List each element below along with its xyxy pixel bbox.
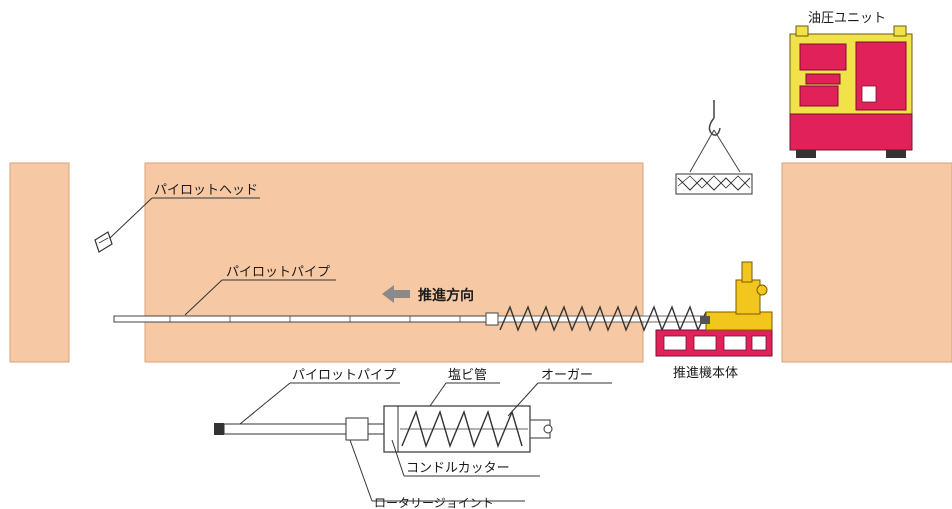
cone-cutter-label: コンドルカッター xyxy=(406,461,510,476)
auger-label: オーガー xyxy=(541,368,593,383)
detail-pilot-pipe-leader xyxy=(239,382,291,425)
cone-cutter-leader xyxy=(391,439,405,477)
hydraulic-unit-icon xyxy=(789,25,913,158)
pilot-pipe-string xyxy=(113,312,499,326)
pilot-head-icon xyxy=(94,231,113,253)
pilot-head-leader xyxy=(109,197,153,239)
crane-hook-icon xyxy=(689,100,741,173)
ground-block-left xyxy=(9,162,70,363)
rotary-joint-label: ロータリージョイント xyxy=(374,496,494,509)
hydraulic-unit-label: 油圧ユニット xyxy=(808,11,886,26)
ground-block-center xyxy=(144,162,644,363)
detail-pilot-pipe xyxy=(214,417,385,441)
detail-auger xyxy=(400,409,528,449)
auger-leader xyxy=(507,382,539,417)
pilot-head-label: パイロットヘッド xyxy=(154,183,258,198)
direction-label: 推進方向 xyxy=(418,287,474,304)
pilot-pipe-top-leader xyxy=(184,279,223,316)
rotary-joint-leader xyxy=(349,439,373,502)
ground-block-right xyxy=(781,162,952,363)
pipe-bundle-icon xyxy=(675,173,753,195)
drilling-machine-icon xyxy=(655,261,773,357)
pvc-pipe-leader xyxy=(429,382,447,407)
pilot-pipe-top-label: パイロットパイプ xyxy=(226,265,330,280)
direction-arrow-icon xyxy=(382,285,410,303)
detail-pilot-pipe-label: パイロットパイプ xyxy=(292,368,396,383)
pvc-pipe-label: 塩ビ管 xyxy=(448,368,487,383)
machine-body-label: 推進機本体 xyxy=(673,366,738,381)
